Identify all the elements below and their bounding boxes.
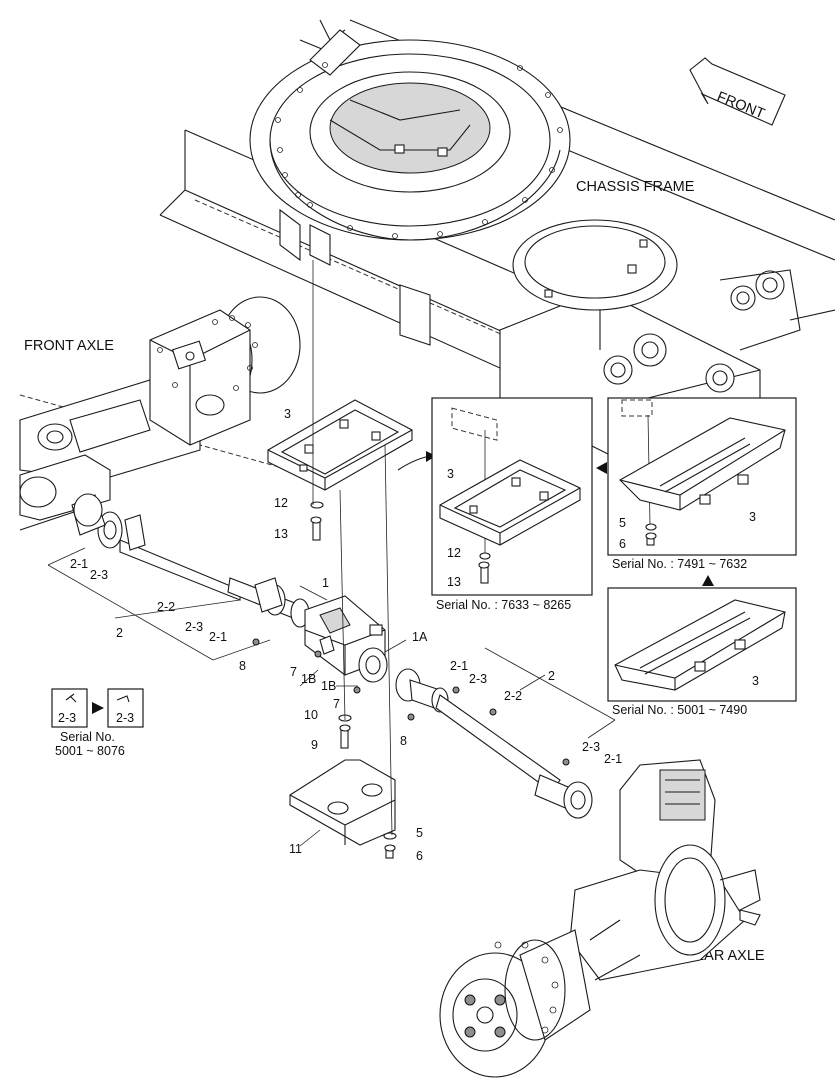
callout-2-3-left-top: 2-3 — [90, 568, 108, 582]
callout-8-left: 8 — [239, 659, 246, 673]
fitting-new-label: 2-3 — [116, 711, 134, 725]
inset-c-serial: Serial No. : 5001 ~ 7490 — [612, 703, 747, 717]
leader-lines — [47, 260, 616, 847]
inset-c-pointer-arrow — [702, 575, 714, 586]
callout-5: 5 — [416, 826, 423, 840]
fitting-arrow-icon — [92, 702, 104, 714]
front-axle-drawing — [19, 296, 301, 531]
center-bearing — [304, 595, 388, 694]
bracket-11 — [289, 759, 396, 846]
inset-a-label-13: 13 — [447, 575, 461, 589]
fitting-serial-line1: Serial No. — [60, 730, 115, 744]
callout-1b-right: 1B — [321, 679, 336, 693]
callout-12: 12 — [274, 496, 288, 510]
callout-13: 13 — [274, 527, 288, 541]
callout-2-right: 2 — [548, 669, 555, 683]
chassis-frame-drawing — [159, 19, 835, 471]
fitting-new-box — [107, 688, 144, 728]
callout-6: 6 — [416, 849, 423, 863]
inset-b-pointer-arrow — [596, 462, 607, 474]
inset-c-label-3: 3 — [752, 674, 759, 688]
fitting-old-box — [51, 688, 88, 728]
callout-2-3-right-top: 2-3 — [469, 672, 487, 686]
callout-2-1-left: 2-1 — [70, 557, 88, 571]
callout-11: 11 — [289, 842, 302, 856]
mounting-plate-3 — [267, 399, 413, 491]
front-axle-label: FRONT AXLE — [24, 338, 114, 354]
fitting-serial-line2: 5001 ~ 8076 — [55, 744, 125, 758]
callout-2-left: 2 — [116, 626, 123, 640]
callout-2-1-mid: 2-1 — [209, 630, 227, 644]
inset-c: 3 — [607, 587, 797, 702]
front-direction-arrow: FRONT — [689, 57, 786, 126]
callout-1b-left: 1B — [301, 672, 316, 686]
callout-2-1-right-bottom: 2-1 — [604, 752, 622, 766]
callout-8-right: 8 — [400, 734, 407, 748]
callout-3: 3 — [284, 407, 291, 421]
callout-7-lower: 7 — [333, 697, 340, 711]
inset-pointer-arrow — [397, 455, 431, 471]
callout-10: 10 — [304, 708, 318, 722]
fitting-old-label: 2-3 — [58, 711, 76, 725]
rear-propeller-shaft — [395, 668, 593, 819]
callout-2-1-right-top: 2-1 — [450, 659, 468, 673]
inset-b-label-6: 6 — [619, 537, 626, 551]
inset-b-label-3: 3 — [749, 510, 756, 524]
inset-a-ghost-part — [451, 407, 498, 441]
callout-9: 9 — [311, 738, 318, 752]
fitting-note: 2-3 2-3 Serial No. 5001 ~ 8076 — [51, 688, 144, 758]
inset-pointer-arrowhead — [426, 451, 436, 462]
inset-a-serial: Serial No. : 7633 ~ 8265 — [436, 598, 571, 612]
inset-a-label-12: 12 — [447, 546, 461, 560]
inset-b-serial: Serial No. : 7491 ~ 7632 — [612, 557, 747, 571]
callout-7-left: 7 — [290, 665, 297, 679]
callout-labels: 3 12 13 1 1A 2-1 2-3 2-2 2-3 2-1 2 8 7 1… — [70, 407, 622, 863]
callout-1: 1 — [322, 576, 329, 590]
inset-a-label-3: 3 — [447, 467, 454, 481]
inset-a: 3 12 13 — [431, 397, 593, 596]
front-propeller-shaft — [71, 493, 310, 628]
inset-b-ghost-part — [621, 399, 653, 417]
rear-axle-drawing — [439, 759, 761, 1078]
chassis-frame-label: CHASSIS FRAME — [576, 179, 695, 195]
callout-1a: 1A — [412, 630, 428, 644]
callout-2-3-left-mid: 2-3 — [185, 620, 203, 634]
inset-b: 3 5 6 — [607, 397, 797, 556]
callout-2-3-right-bottom: 2-3 — [582, 740, 600, 754]
callout-2-2-right: 2-2 — [504, 689, 522, 703]
inset-b-label-5: 5 — [619, 516, 626, 530]
callout-2-2-left: 2-2 — [157, 600, 175, 614]
